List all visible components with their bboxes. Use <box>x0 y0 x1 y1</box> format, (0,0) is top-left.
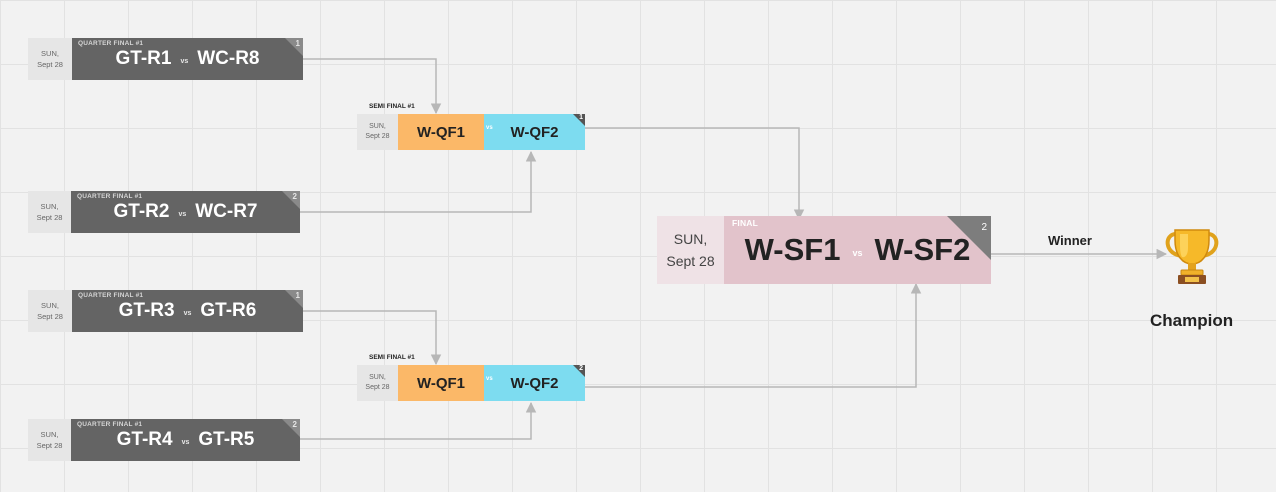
round-title: QUARTER FINAL #1 <box>77 421 143 428</box>
match-number: 2 <box>292 192 297 201</box>
team-b: GT-R6 <box>200 300 257 321</box>
vs-label: vs <box>852 248 863 258</box>
vs-label: vs <box>183 309 192 317</box>
trophy-icon <box>1162 224 1222 293</box>
match-date-day: SUN, <box>673 231 708 247</box>
team-b: WC-R7 <box>195 201 258 222</box>
match-number: 1 <box>579 114 583 121</box>
semi-final-match[interactable]: SEMI FINAL #1 SUN, Sept 28 W-QF1 vs W-QF… <box>357 103 585 150</box>
match-number-corner <box>282 191 300 209</box>
team-b: GT-R5 <box>198 429 255 450</box>
team-b-label: W-QF2 <box>510 123 559 141</box>
round-title: SEMI FINAL #1 <box>369 354 415 361</box>
vs-label: vs <box>486 125 493 131</box>
quarter-final-match[interactable]: SUN, Sept 28 QUARTER FINAL #1 GT-R2 vs W… <box>28 191 300 233</box>
round-title: QUARTER FINAL #1 <box>78 40 144 47</box>
match-date-label: Sept 28 <box>36 441 63 450</box>
match-date-label: Sept 28 <box>36 213 63 222</box>
round-title: QUARTER FINAL #1 <box>77 193 143 200</box>
team-a: GT-R1 <box>115 48 172 69</box>
match-number-corner <box>573 114 585 126</box>
vs-label: vs <box>178 210 187 218</box>
match-date-label: Sept 28 <box>365 133 390 140</box>
semi-final-match[interactable]: SEMI FINAL #1 SUN, Sept 28 W-QF1 vs W-QF… <box>357 354 585 401</box>
match-teams: FINAL W-SF1 vs W-SF2 2 <box>724 216 991 284</box>
match-number-corner <box>285 38 303 56</box>
match-number: 1 <box>295 291 300 300</box>
match-number: 1 <box>295 39 300 48</box>
team-a: W-QF1 <box>398 365 484 401</box>
match-date-day: SUN, <box>41 301 59 310</box>
winner-label: Winner <box>1048 233 1092 248</box>
team-b: WC-R8 <box>197 48 260 69</box>
match-number-corner <box>947 216 991 260</box>
match-date-day: SUN, <box>40 430 59 439</box>
quarter-final-match[interactable]: SUN, Sept 28 QUARTER FINAL #1 GT-R4 vs G… <box>28 419 300 461</box>
match-number-corner <box>282 419 300 437</box>
round-title: QUARTER FINAL #1 <box>78 292 144 299</box>
vs-label: vs <box>180 57 189 65</box>
champion-label: Champion <box>1150 311 1234 330</box>
match-date: SUN, Sept 28 <box>28 191 71 233</box>
team-a: GT-R4 <box>116 429 173 450</box>
team-a-label: W-QF1 <box>416 374 466 392</box>
match-date: SUN, Sept 28 <box>657 216 724 284</box>
team-a: W-QF1 <box>398 114 484 150</box>
match-date-day: SUN, <box>41 49 59 58</box>
team-a: GT-R2 <box>113 201 170 222</box>
quarter-final-match[interactable]: SUN, Sept 28 QUARTER FINAL #1 GT-R1 vs W… <box>28 38 303 80</box>
match-teams: QUARTER FINAL #1 GT-R2 vs WC-R7 2 <box>71 191 300 233</box>
match-number: 2 <box>981 222 987 233</box>
match-number: 2 <box>292 420 297 429</box>
match-date: SUN, Sept 28 <box>357 114 398 150</box>
match-date: SUN, Sept 28 <box>28 419 71 461</box>
vs-label: vs <box>181 438 190 446</box>
team-b: vs W-QF2 2 <box>484 365 585 401</box>
match-teams: QUARTER FINAL #1 GT-R4 vs GT-R5 2 <box>71 419 300 461</box>
match-number: 2 <box>579 365 583 372</box>
round-title: FINAL <box>732 218 759 228</box>
team-b: vs W-QF2 1 <box>484 114 585 150</box>
connector-sf2-to-final <box>585 282 922 388</box>
connector-qf1-to-sf1 <box>303 58 442 115</box>
match-number-corner <box>285 290 303 308</box>
team-a-label: W-QF1 <box>416 123 466 141</box>
match-teams: QUARTER FINAL #1 GT-R3 vs GT-R6 1 <box>72 290 303 332</box>
match-date: SUN, Sept 28 <box>357 365 398 401</box>
match-date: SUN, Sept 28 <box>28 38 72 80</box>
team-b-label: W-QF2 <box>510 374 559 392</box>
match-date-day: SUN, <box>40 202 59 211</box>
team-a: GT-R3 <box>118 300 175 321</box>
connector-sf1-to-final <box>585 127 805 221</box>
match-date-day: SUN, <box>369 374 386 381</box>
match-date: SUN, Sept 28 <box>28 290 72 332</box>
match-date-day: SUN, <box>369 123 386 130</box>
connector-qf2-to-sf1 <box>300 150 537 213</box>
final-match[interactable]: SUN, Sept 28 FINAL W-SF1 vs W-SF2 2 <box>657 216 991 284</box>
quarter-final-match[interactable]: SUN, Sept 28 QUARTER FINAL #1 GT-R3 vs G… <box>28 290 303 332</box>
match-date-label: Sept 28 <box>37 60 63 69</box>
connector-qf3-to-sf2 <box>303 310 442 366</box>
match-date-label: Sept 28 <box>666 253 715 269</box>
team-a: W-SF1 <box>744 232 841 267</box>
match-date-label: Sept 28 <box>37 312 63 321</box>
vs-label: vs <box>486 376 493 382</box>
match-number-corner <box>573 365 585 377</box>
round-title: SEMI FINAL #1 <box>369 103 415 110</box>
match-teams: QUARTER FINAL #1 GT-R1 vs WC-R8 1 <box>72 38 303 80</box>
match-date-label: Sept 28 <box>365 384 390 391</box>
connector-qf4-to-sf2 <box>300 401 537 440</box>
